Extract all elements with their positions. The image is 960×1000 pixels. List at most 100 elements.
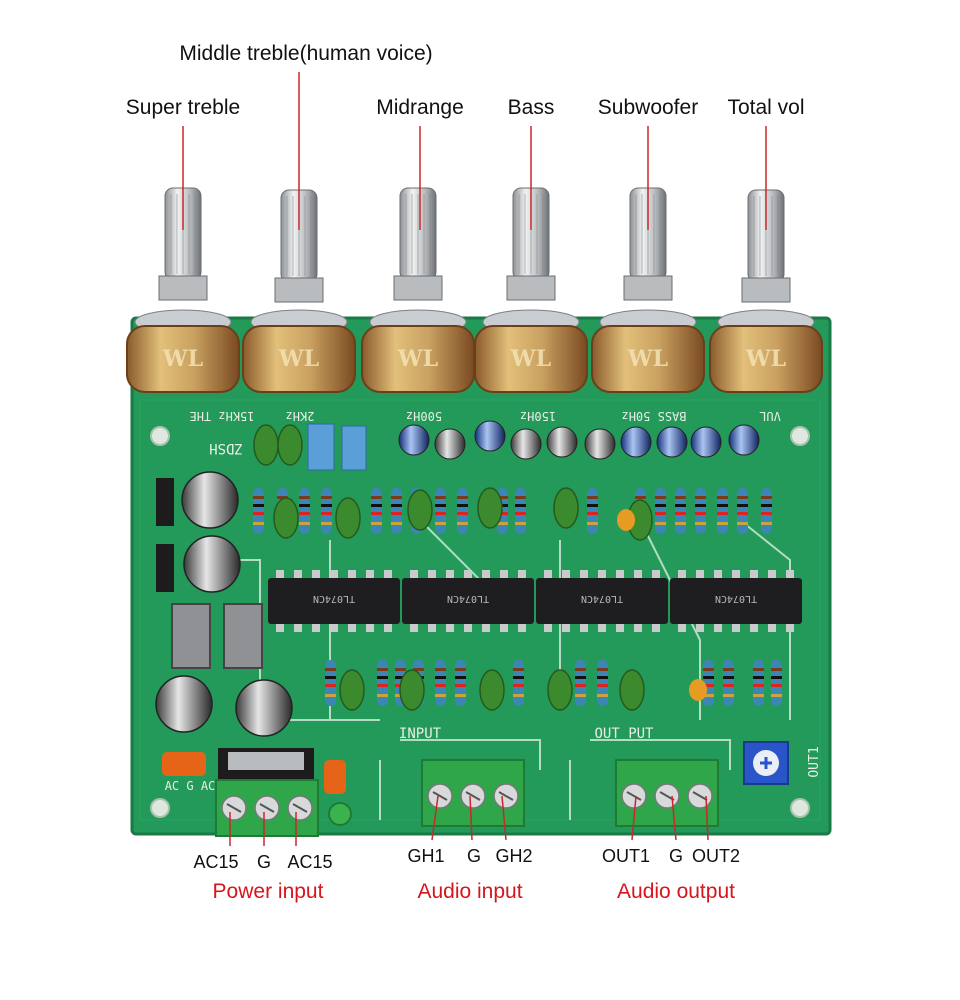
film-capacitor: [619, 669, 645, 711]
pointer-lines: [182, 72, 767, 846]
electrolytic-capacitor: [398, 424, 430, 456]
terminal-block: [421, 759, 525, 827]
resistor: [587, 488, 598, 534]
pointer-line: [705, 795, 709, 841]
resistor: [371, 488, 382, 534]
resistor: [325, 660, 336, 706]
pointer-line: [469, 795, 473, 841]
trimmer-pot: [743, 741, 789, 785]
potentiometer: WL: [474, 187, 588, 393]
mounting-holes: [150, 426, 810, 818]
op-amp-chips: TL074CN TL074CN TL074CN TL074CN: [268, 570, 802, 632]
resistor: [435, 488, 446, 534]
electrolytic-capacitor: [728, 424, 760, 456]
pointer-line: [631, 795, 637, 841]
pin-power-g: G: [256, 852, 272, 872]
silk-frequency-labels: 15KHz THE 2KHz 500Hz 150Hz BASS 50Hz VUL…: [189, 409, 780, 456]
pin-output-g: G: [668, 846, 684, 866]
film-capacitor: [553, 487, 579, 529]
terminal-blocks: [215, 759, 719, 837]
electrolytic-capacitor: [510, 428, 542, 460]
chip-label: TL074CN: [313, 593, 355, 604]
large-capacitor: [183, 535, 241, 593]
resistor: [655, 488, 666, 534]
resistor: [455, 660, 466, 706]
group-audio-input: Audio input: [417, 880, 523, 903]
pin-output-out2: OUT2: [691, 846, 741, 866]
electrolytic-capacitor: [656, 426, 688, 458]
op-amp-chip: TL074CN: [670, 570, 802, 632]
film-capacitor: [253, 424, 279, 466]
resistor: [575, 660, 586, 706]
op-amp-chip: TL074CN: [268, 570, 400, 632]
resistor: [321, 488, 332, 534]
resistor: [695, 488, 706, 534]
resistor: [761, 488, 772, 534]
pin-input-gh2: GH2: [495, 846, 533, 866]
silk-15khz: 15KHz THE: [189, 409, 254, 423]
resistor: [737, 488, 748, 534]
silk-150hz: 150Hz: [520, 409, 556, 423]
pin-input-g: G: [466, 846, 482, 866]
op-amp-chip: TL074CN: [536, 570, 668, 632]
electrolytic-capacitor: [546, 426, 578, 458]
resistor: [299, 488, 310, 534]
label-super-treble: Super treble: [125, 96, 241, 119]
box-capacitor: [341, 425, 367, 471]
pointer-line: [671, 795, 677, 841]
resistor: [513, 660, 524, 706]
chip-label: TL074CN: [715, 593, 757, 604]
pot-brand: WL: [162, 346, 203, 372]
chip-label: TL074CN: [581, 593, 623, 604]
op-amp-chip: TL074CN: [402, 570, 534, 632]
film-capacitor: [407, 489, 433, 531]
large-capacitor: [235, 679, 293, 737]
pcb-board: [130, 316, 832, 836]
label-middle-treble: Middle treble(human voice): [179, 42, 433, 65]
film-capacitor: [477, 487, 503, 529]
silk-50hz: BASS 50Hz: [621, 409, 686, 423]
chip-label: TL074CN: [447, 593, 489, 604]
box-capacitor: [307, 423, 335, 471]
pot-brand: WL: [278, 346, 319, 372]
resistor: [723, 660, 734, 706]
silk-vol: VUL: [759, 409, 781, 423]
resistor: [435, 660, 446, 706]
large-capacitor: [181, 471, 239, 529]
resistor: [457, 488, 468, 534]
electrolytic-capacitor: [434, 428, 466, 460]
pot-brand: WL: [510, 346, 551, 372]
film-capacitor: [479, 669, 505, 711]
resistor: [253, 488, 264, 534]
terminal-block: [215, 779, 319, 837]
electrolytic-capacitors: [155, 420, 760, 737]
resistor: [391, 488, 402, 534]
group-audio-output: Audio output: [617, 880, 735, 903]
silk-500hz: 500Hz: [406, 409, 442, 423]
power-section: AC G AC: [156, 478, 352, 826]
film-capacitor: [273, 497, 299, 539]
electrolytic-capacitor: [474, 420, 506, 452]
pin-power-ac15-right: AC15: [287, 852, 333, 872]
electrolytic-capacitor: [690, 426, 722, 458]
pointer-line: [431, 795, 439, 841]
film-capacitor: [335, 497, 361, 539]
pin-output-out1: OUT1: [601, 846, 651, 866]
resistor: [675, 488, 686, 534]
resistor: [377, 660, 388, 706]
pin-power-ac15-left: AC15: [193, 852, 239, 872]
silk-power-pins: AC G AC: [165, 779, 216, 793]
pot-brand: WL: [627, 346, 668, 372]
film-capacitor: [339, 669, 365, 711]
resistor: [515, 488, 526, 534]
silk-input: INPUT: [399, 726, 442, 742]
label-midrange: Midrange: [376, 96, 464, 119]
electrolytic-capacitor: [620, 426, 652, 458]
resistor: [771, 660, 782, 706]
potentiometer: WL: [591, 187, 705, 393]
potentiometer: WL: [242, 189, 356, 393]
group-power-input: Power input: [212, 880, 324, 903]
ceramic-capacitor: [617, 509, 635, 531]
